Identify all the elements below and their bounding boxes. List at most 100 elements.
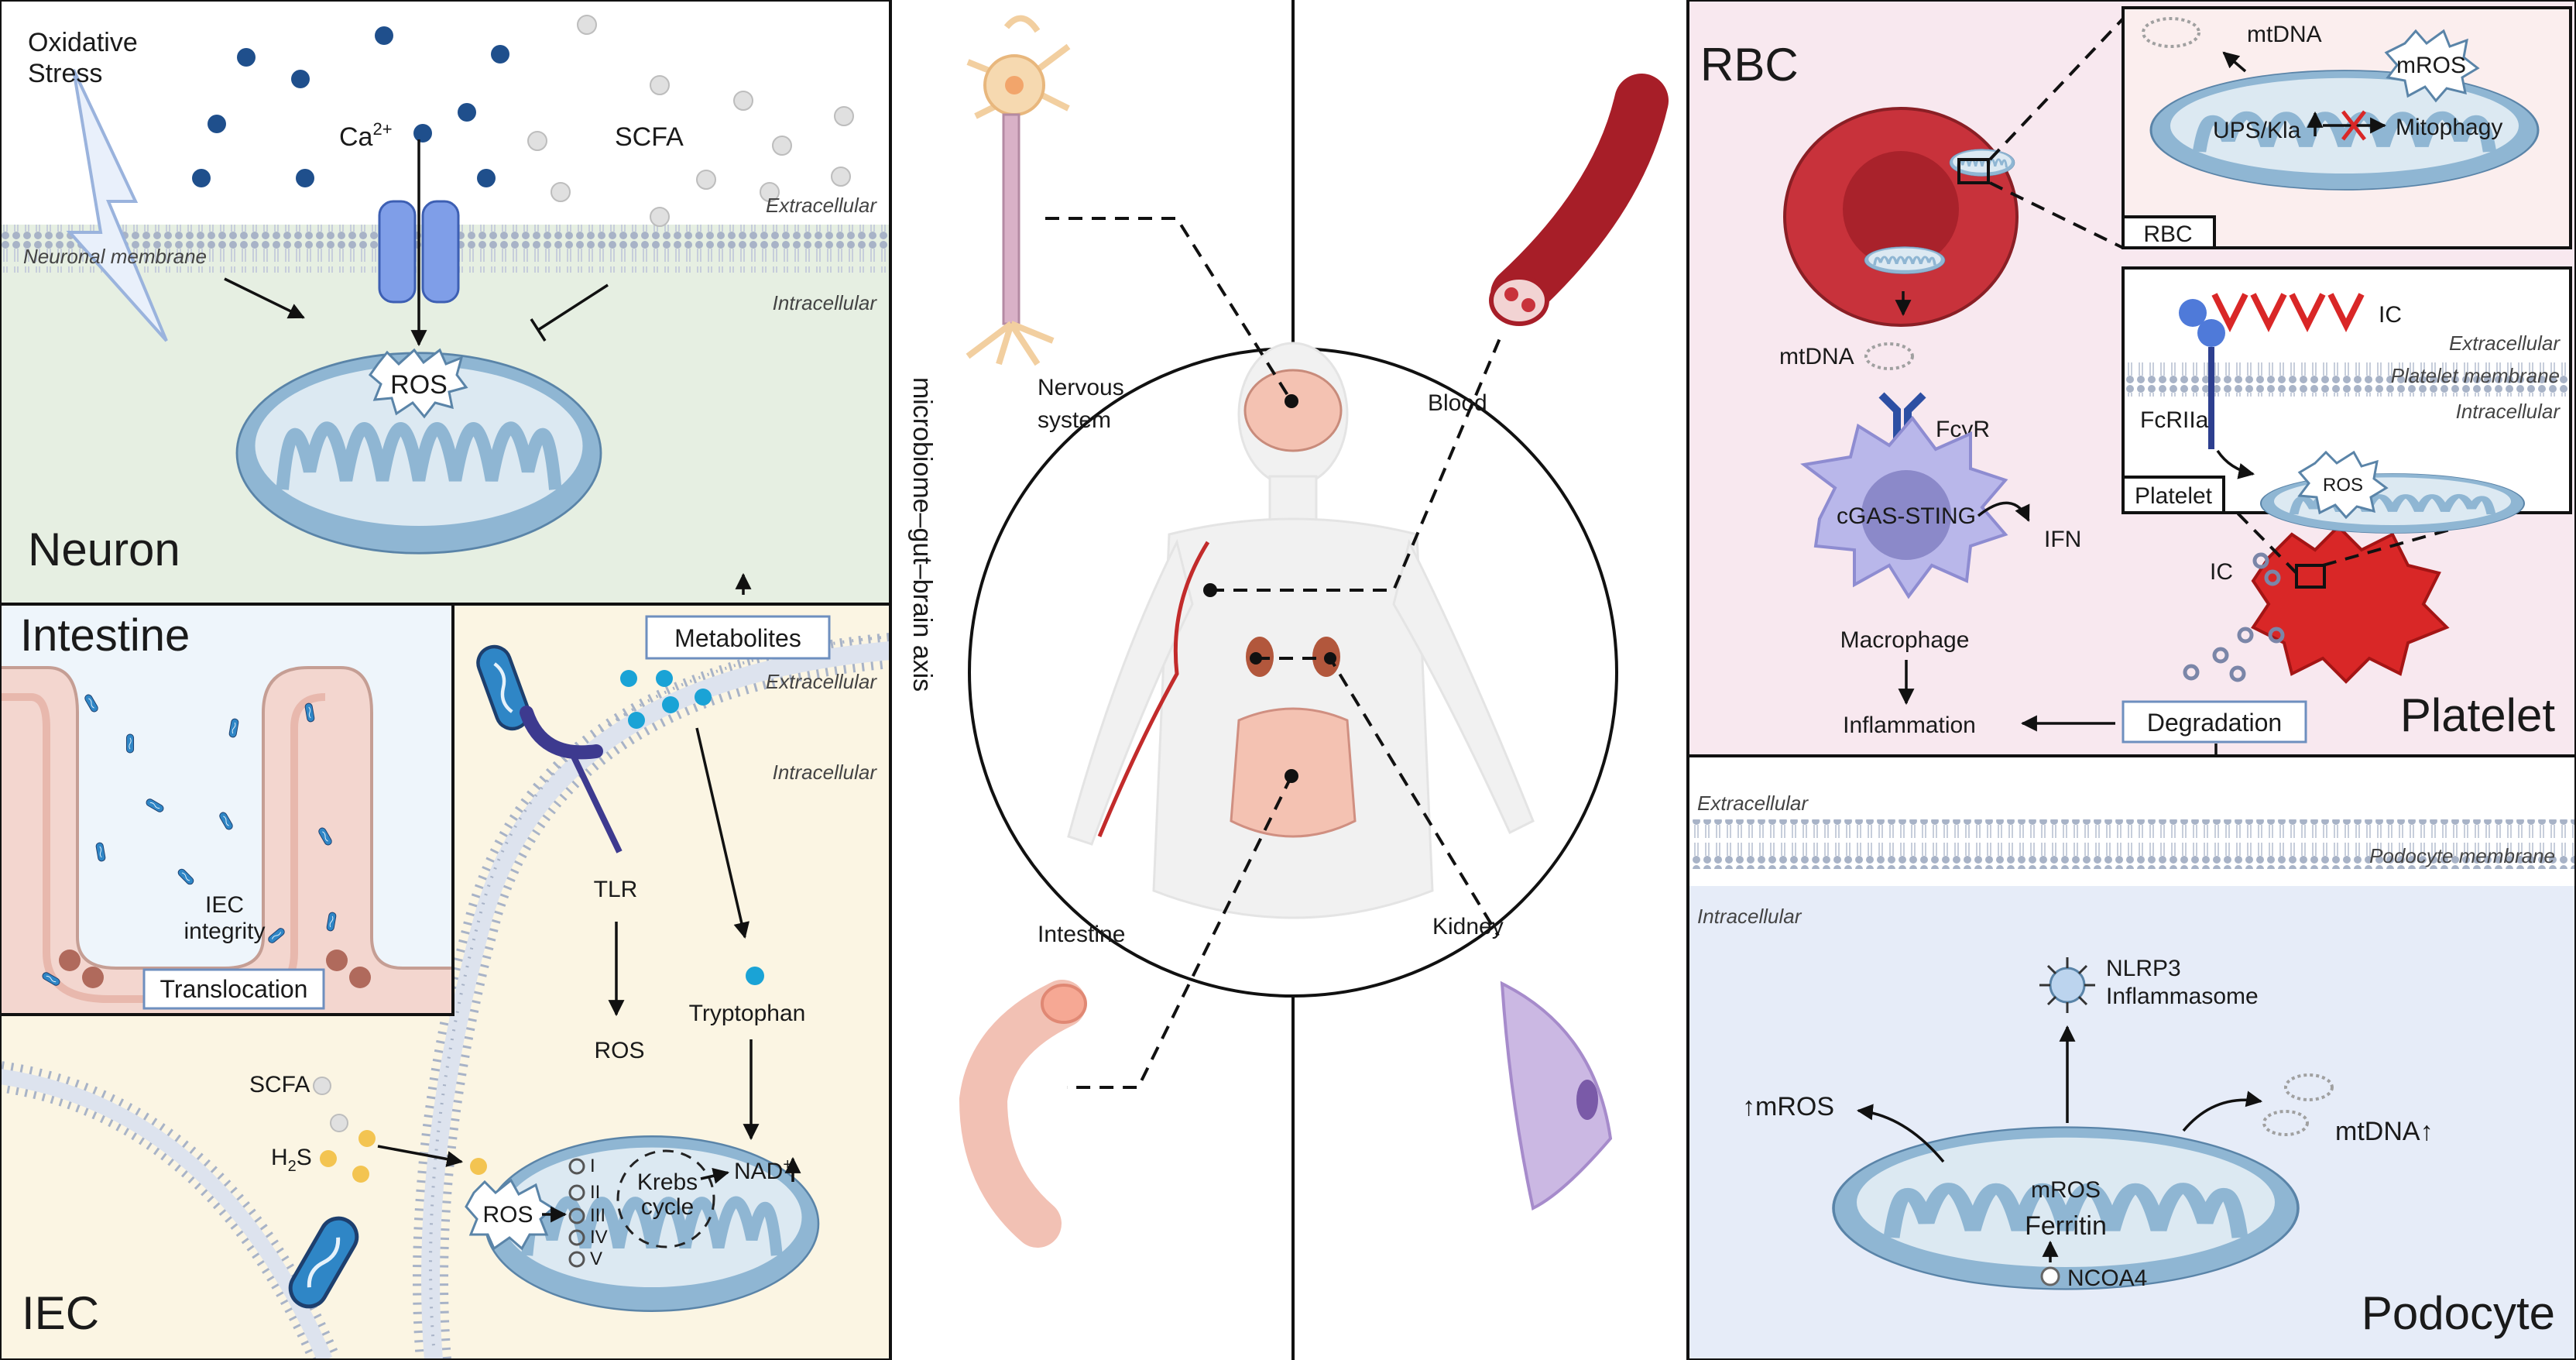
rbc-mtdna-label: mtDNA bbox=[1779, 344, 1854, 369]
center-panel: microbiome–gut–brain axis Nervous system… bbox=[889, 0, 1689, 1360]
mtdna-icon bbox=[1864, 342, 1914, 370]
nlrp3-label-1: NLRP3 bbox=[2106, 956, 2181, 981]
neuron-panel: Oxidative Stress Ca2+ SCFA Extracellular… bbox=[0, 0, 892, 604]
platelet-extracellular-label: Extracellular bbox=[2449, 331, 2561, 355]
blood-label: Blood bbox=[1428, 390, 1487, 416]
ion-channel-icon bbox=[378, 200, 460, 304]
crypt-cells bbox=[59, 950, 371, 988]
scfa-molecules bbox=[527, 15, 854, 227]
h2s-label: H2S bbox=[271, 1145, 312, 1175]
block-cross-icon bbox=[2341, 110, 2366, 141]
krebs-label-2: cycle bbox=[641, 1194, 694, 1220]
inflammation-label: Inflammation bbox=[1843, 713, 1976, 738]
ferritin-label: Ferritin bbox=[2025, 1211, 2107, 1241]
platelet-intracellular-label: Intracellular bbox=[2456, 400, 2561, 423]
neuron-extracellular-space bbox=[0, 0, 890, 225]
podocyte-title: Podocyte bbox=[2362, 1287, 2555, 1339]
podocyte-mros-label: ↑mROS bbox=[1742, 1092, 1834, 1121]
blood-vessel-icon bbox=[1489, 74, 1669, 326]
extracellular-label: Extracellular bbox=[766, 194, 877, 217]
neuron-title: Neuron bbox=[28, 524, 180, 575]
platelet-ros-label: ROS bbox=[2323, 475, 2363, 496]
mitophagy-label: Mitophagy bbox=[2396, 115, 2502, 140]
immune-complex-icon bbox=[2211, 293, 2365, 332]
platelet-membrane bbox=[2125, 359, 2569, 397]
intestine-organ-label: Intestine bbox=[1038, 922, 1125, 947]
neuronal-membrane-label: Neuronal membrane bbox=[23, 245, 207, 268]
oxidative-stress-label-2: Stress bbox=[28, 59, 102, 88]
podocyte-mtdna-icon bbox=[2262, 1073, 2334, 1136]
svg-text:V: V bbox=[590, 1248, 602, 1269]
metabolites-box bbox=[645, 615, 831, 660]
rbc-inset-mros-label: mROS bbox=[2396, 53, 2466, 78]
podocyte-membrane-label: Podocyte membrane bbox=[2369, 844, 2555, 867]
svg-text:IV: IV bbox=[590, 1227, 608, 1248]
scfa-molecules-iec bbox=[313, 1077, 348, 1132]
svg-text:III: III bbox=[590, 1205, 605, 1226]
lightning-icon bbox=[66, 69, 168, 342]
oxidative-stress-label-1: Oxidative bbox=[28, 28, 138, 57]
nervous-label-1: Nervous bbox=[1038, 375, 1124, 400]
krebs-cycle-icon bbox=[616, 1149, 715, 1248]
podocyte-mtdna-label: mtDNA↑ bbox=[2335, 1117, 2434, 1146]
translocation-label: Translocation bbox=[160, 975, 308, 1003]
ic-label: IC bbox=[2210, 559, 2233, 585]
iec-ros-label: ROS bbox=[594, 1038, 644, 1063]
podocyte-extracellular-label: Extracellular bbox=[1697, 792, 1809, 815]
iec-title: IEC bbox=[22, 1287, 99, 1339]
platelet-icon bbox=[2251, 524, 2450, 684]
metabolite-molecules bbox=[620, 670, 712, 729]
platelet-inset: Extracellular Platelet membrane Intracel… bbox=[2122, 266, 2571, 534]
kidney-label: Kidney bbox=[1432, 914, 1504, 939]
podocyte-mros-inner-label: mROS bbox=[2031, 1177, 2101, 1203]
platelet-ic-label: IC bbox=[2379, 302, 2402, 328]
ncoa4-label: NCOA4 bbox=[2067, 1266, 2147, 1291]
platelet-title: Platelet bbox=[2400, 689, 2555, 741]
krebs-label-1: Krebs bbox=[637, 1169, 698, 1195]
tryptophan-molecule bbox=[746, 967, 764, 985]
rbc-title: RBC bbox=[1700, 39, 1799, 91]
svg-text:II: II bbox=[590, 1182, 600, 1203]
brain-icon bbox=[1243, 369, 1343, 452]
ros-label: ROS bbox=[390, 370, 448, 400]
axis-label: microbiome–gut–brain axis bbox=[907, 377, 937, 692]
calcium-label: Ca2+ bbox=[339, 119, 393, 152]
intestine-title: Intestine bbox=[20, 610, 190, 661]
macrophage-label: Macrophage bbox=[1840, 627, 1970, 653]
nlrp3-label-2: Inflammasome bbox=[2106, 984, 2259, 1009]
degradation-label: Degradation bbox=[2147, 709, 2282, 737]
h2s-molecules bbox=[320, 1130, 487, 1183]
svg-text:I: I bbox=[590, 1156, 595, 1176]
tlr-label: TLR bbox=[594, 877, 638, 902]
tlr-receptor-icon bbox=[520, 706, 603, 760]
scfa-label: SCFA bbox=[615, 122, 684, 152]
iec-intracellular-label: Intracellular bbox=[773, 761, 878, 784]
tryptophan-label: Tryptophan bbox=[689, 1001, 806, 1026]
iec-integrity-label-2: integrity bbox=[184, 919, 265, 944]
rbc-inset: mtDNA mROS UPS/Kla Mitophagy RBC bbox=[2123, 8, 2571, 248]
iec-ros-burst-icon bbox=[465, 1178, 555, 1251]
platelet-inset-tag: Platelet bbox=[2135, 483, 2213, 509]
iec-extracellular-label: Extracellular bbox=[766, 670, 877, 693]
ros-burst-icon bbox=[368, 348, 468, 419]
rbc-inset-tag: RBC bbox=[2143, 222, 2192, 247]
podocyte-cell-icon bbox=[1500, 981, 1613, 1211]
intracellular-label: Intracellular bbox=[773, 291, 878, 314]
podocyte-panel: Extracellular Podocyte membrane Intracel… bbox=[1686, 754, 2576, 1360]
villi-tissue bbox=[0, 666, 454, 1016]
iec-mito-ros-label: ROS bbox=[482, 1202, 533, 1228]
intestine-tube-icon bbox=[959, 980, 1087, 1248]
cgas-sting-label: cGAS-STING bbox=[1837, 503, 1976, 529]
iec-scfa-label: SCFA bbox=[249, 1072, 310, 1097]
nervous-label-2: system bbox=[1038, 407, 1111, 433]
ifn-label: IFN bbox=[2044, 527, 2081, 552]
inflammasome-icon bbox=[2039, 957, 2095, 1013]
ic-complexes bbox=[2183, 552, 2285, 682]
fcr-label: FcRIIa bbox=[2140, 407, 2209, 433]
intestine-inset-frame bbox=[0, 603, 454, 1016]
neuron-icon bbox=[966, 15, 1071, 366]
metabolites-label: Metabolites bbox=[674, 624, 801, 652]
intestine-inset: IEC integrity Translocation Intestine bbox=[0, 603, 454, 1016]
ups-kla-label: UPS/Kla bbox=[2213, 118, 2301, 143]
